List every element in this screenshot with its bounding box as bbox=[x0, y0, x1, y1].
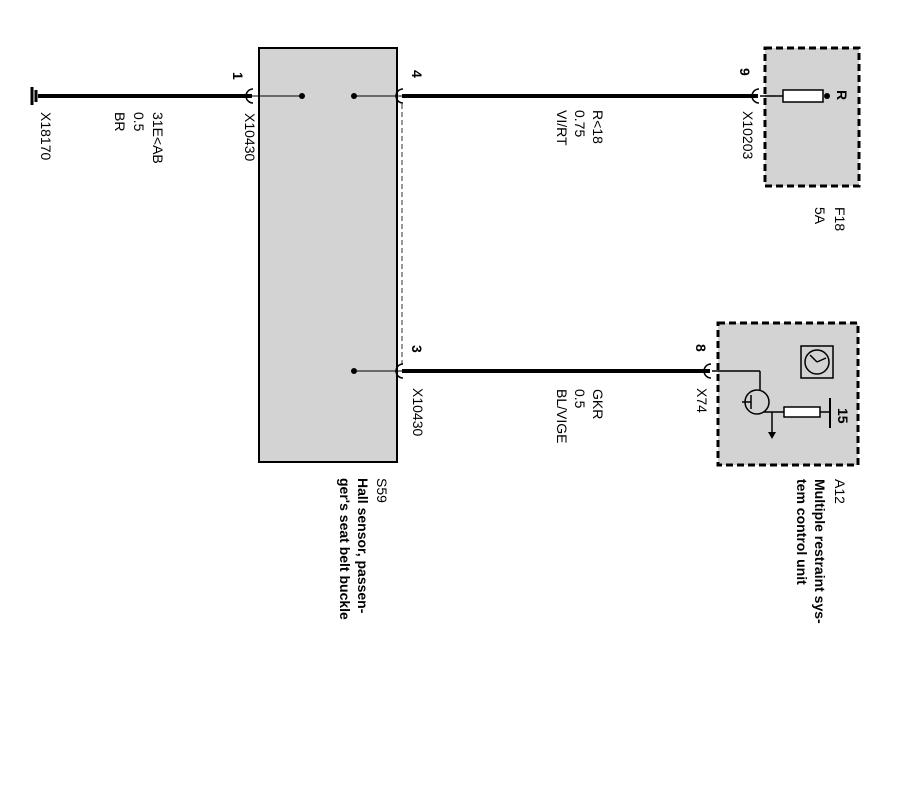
s59-connector-top: X10430 bbox=[242, 113, 258, 161]
s59-desc-line1: Hall sensor, passen- bbox=[355, 478, 371, 614]
fuse-element bbox=[782, 89, 824, 103]
signal-wire-circuit: GKR bbox=[590, 389, 606, 419]
supply-wire-size: 0.75 bbox=[572, 110, 588, 137]
pin-9: 9 bbox=[737, 68, 753, 76]
s59-node-signal bbox=[351, 368, 357, 374]
f18-id: F18 bbox=[832, 207, 848, 231]
a12-control-unit-box bbox=[716, 321, 860, 467]
connector-arc-pin9 bbox=[751, 88, 760, 104]
ground-arrow bbox=[768, 432, 776, 439]
a12-desc-line1: Multiple restraint sys- bbox=[812, 479, 828, 624]
ground-symbol bbox=[30, 87, 38, 105]
a12-pin-15: 15 bbox=[835, 408, 851, 424]
ground-wire-size: 0.5 bbox=[131, 112, 147, 132]
s59-id: S59 bbox=[374, 478, 390, 503]
ground-wire-color: BR bbox=[112, 112, 128, 131]
connector-arc-pin8 bbox=[703, 363, 712, 379]
s59-component-box bbox=[258, 47, 398, 463]
supply-wire-color: VI/RT bbox=[554, 110, 570, 146]
fuse-terminal-dot bbox=[824, 93, 830, 99]
f18-rating: 5A bbox=[812, 207, 828, 225]
a12-resistor bbox=[783, 406, 821, 418]
s59-node-supply bbox=[351, 93, 357, 99]
s59-node-ground bbox=[299, 93, 305, 99]
ground-wire-circuit: 31E<AB bbox=[150, 112, 166, 164]
f18-fuse-box bbox=[763, 46, 861, 188]
connector-arc-pin1 bbox=[245, 88, 254, 104]
signal-wire-color: BL/VIGE bbox=[554, 389, 570, 443]
pin-4: 4 bbox=[409, 70, 425, 78]
control-unit-icon bbox=[800, 345, 834, 379]
pin-1: 1 bbox=[230, 72, 246, 80]
a12-id: A12 bbox=[832, 479, 848, 504]
a12-desc-line2: tem control unit bbox=[794, 479, 810, 585]
a12-connector-label: X74 bbox=[694, 388, 710, 413]
pin-8: 8 bbox=[693, 344, 709, 352]
pin-3: 3 bbox=[409, 345, 425, 353]
s59-desc-line2: ger's seat belt buckle bbox=[337, 478, 353, 620]
signal-wire-size: 0.5 bbox=[572, 389, 588, 409]
a12-internal-circuit bbox=[712, 370, 831, 439]
supply-wire-circuit: R<18 bbox=[590, 110, 606, 144]
f18-connector-label: X10203 bbox=[740, 111, 756, 159]
ground-connector-label: X18170 bbox=[38, 112, 54, 160]
fuse-terminal-label: R bbox=[834, 90, 850, 100]
connector-arc-pin3 bbox=[395, 363, 404, 379]
connector-arc-pin4 bbox=[395, 88, 404, 104]
s59-connector-bottom: X10430 bbox=[410, 388, 426, 436]
